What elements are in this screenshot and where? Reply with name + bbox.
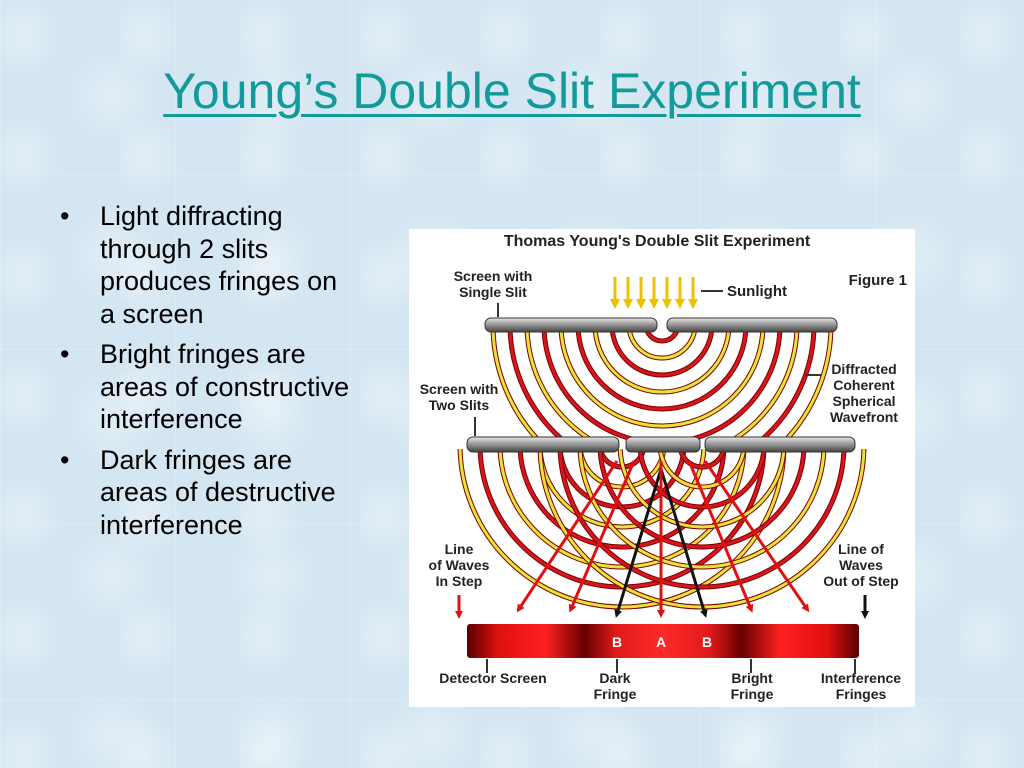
fringe-letter-right: B — [702, 634, 712, 650]
sunlight-ray-head — [623, 299, 633, 309]
bullet-list: • Light diffracting through 2 slits produ… — [58, 200, 358, 549]
figure-title: Thomas Young's Double Slit Experiment — [504, 233, 811, 250]
double-slit-diagram: Thomas Young's Double Slit Experiment Fi… — [420, 233, 907, 702]
right-slit-wave-arc — [678, 449, 726, 469]
bright-fringe-label-line-2: Fringe — [731, 686, 774, 702]
double-slit-figure: Thomas Young's Double Slit Experiment Fi… — [409, 229, 915, 707]
single-slit-label-line-2: Single Slit — [459, 284, 527, 300]
bright-fringe-label-line-1: Bright — [731, 670, 773, 686]
in-step-label-line-3: In Step — [436, 573, 483, 589]
slide-title: Young’s Double Slit Experiment — [163, 63, 861, 119]
fringe-letter-center: A — [656, 634, 666, 650]
dark-fringe-label-line-2: Fringe — [594, 686, 637, 702]
right-slit-wave-arc — [618, 449, 786, 529]
sunlight-ray-head — [688, 299, 698, 309]
sunlight-arrows — [610, 277, 698, 309]
left-slit-wave-arc — [538, 449, 706, 529]
single-slit-wave-arc — [491, 324, 833, 444]
single-slit-label-line-1: Screen with — [454, 268, 533, 284]
diffracted-label-line-4: Wavefront — [830, 409, 898, 425]
right-slit-wave-arc — [638, 449, 766, 509]
interference-fringes-label-line-2: Fringes — [836, 686, 887, 702]
figure-label: Figure 1 — [849, 272, 907, 289]
left-slit-wave-arc — [518, 449, 726, 549]
single-slit-wave-arc — [508, 324, 816, 444]
bullet-text: Dark fringes are areas of destructive in… — [100, 444, 336, 540]
two-slit-screen-right — [704, 436, 856, 453]
right-slit-wave-arc — [598, 449, 806, 549]
sunlight-ray-head — [610, 299, 620, 309]
single-slit-screen-left — [484, 317, 658, 333]
sunlight-label: Sunlight — [727, 283, 787, 300]
two-slit-screen-left — [466, 436, 620, 453]
bullet-item: • Bright fringes are areas of constructiv… — [58, 338, 358, 436]
in-step-label-line-1: Line — [445, 541, 474, 557]
in-step-label-line-2: of Waves — [429, 557, 490, 573]
dark-fringe-ray-left — [614, 468, 663, 618]
interference-fringes-label-line-1: Interference — [821, 670, 901, 686]
two-slit-label-line-1: Screen with — [420, 381, 499, 397]
single-slit-screen-right — [666, 317, 838, 333]
bullet-marker: • — [60, 339, 70, 369]
diffracted-label-line-3: Spherical — [832, 393, 895, 409]
detector-screen-band — [467, 624, 859, 658]
bright-ray-2 — [687, 460, 754, 613]
bright-ray-3 — [516, 460, 619, 613]
single-slit-wave-arc — [559, 324, 765, 428]
single-slit-wave-arc — [525, 324, 799, 444]
right-slit-wave-arc — [658, 449, 746, 489]
diffracted-label-line-1: Diffracted — [831, 361, 896, 377]
bullet-item: • Light diffracting through 2 slits produ… — [58, 200, 358, 330]
out-of-step-label-line-2: Waves — [839, 557, 883, 573]
right-slit-wave-arc — [558, 449, 846, 589]
bullet-marker: • — [60, 444, 70, 475]
out-of-step-label-line-1: Line of — [838, 541, 884, 557]
sunlight-ray-head — [675, 299, 685, 309]
sunlight-ray-head — [662, 299, 672, 309]
single-slit-wave-arc — [576, 324, 748, 411]
bullet-marker: • — [60, 201, 70, 231]
single-slit-wave-arc — [593, 324, 731, 394]
right-slit-wave-arc — [578, 449, 826, 569]
dark-fringe-label-line-1: Dark — [599, 670, 630, 686]
fringe-letter-left: B — [612, 634, 622, 650]
dark-fringe-ray-right — [659, 468, 708, 618]
sunlight-ray-head — [636, 299, 646, 309]
bright-ray-1 — [568, 460, 636, 613]
bullet-text: Light diffracting through 2 slits produc… — [100, 201, 338, 329]
single-slit-wave-arc — [627, 324, 697, 360]
bright-ray-4 — [703, 460, 810, 613]
two-slit-label-line-2: Two Slits — [429, 397, 490, 413]
detector-screen-label: Detector Screen — [439, 670, 546, 686]
two-slit-screen-middle — [625, 436, 701, 453]
left-slit-wave-arc — [458, 449, 786, 609]
diffracted-label-line-2: Coherent — [833, 377, 895, 393]
out-of-step-label-line-3: Out of Step — [823, 573, 898, 589]
bullet-text: Bright fringes are areas of constructive… — [100, 339, 350, 434]
single-slit-wave-arc-outline — [575, 324, 749, 412]
bullet-item: • Dark fringes are areas of destructive i… — [58, 444, 358, 542]
single-slit-wave-arc — [610, 324, 714, 377]
sunlight-ray-head — [649, 299, 659, 309]
